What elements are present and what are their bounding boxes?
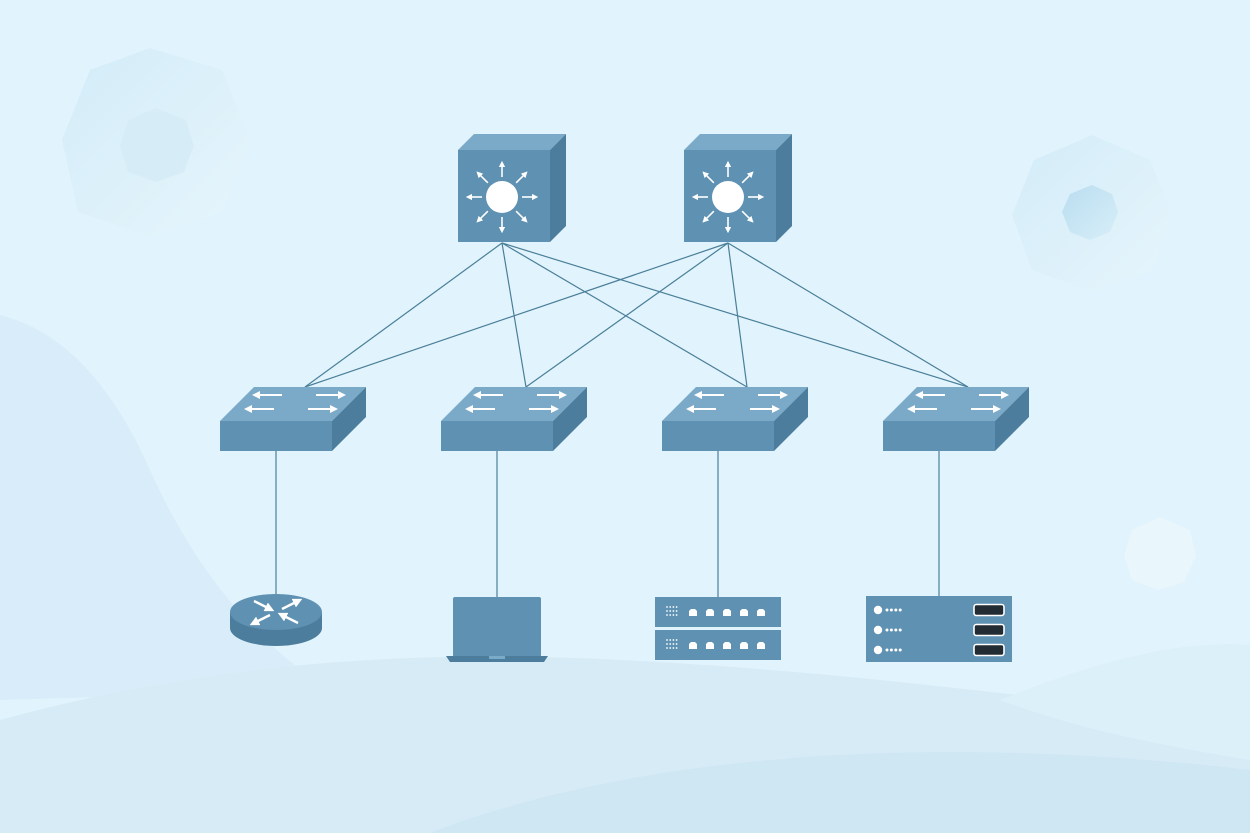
hexagon-decoration-left-inner [120, 108, 194, 182]
core-2-multilayer-switch-icon[interactable] [684, 134, 792, 242]
link-core-2-access-4 [727, 242, 969, 388]
link-core-2-access-1 [304, 242, 729, 388]
link-core-1-access-2 [501, 242, 527, 388]
access-3-workgroup-switch-icon[interactable] [662, 387, 808, 451]
router-router-icon[interactable] [230, 594, 322, 646]
link-core-1-access-4 [501, 242, 969, 388]
patch-panel-patch-panel-icon[interactable] [655, 597, 781, 660]
access-2-workgroup-switch-icon[interactable] [441, 387, 587, 451]
server-server-icon[interactable] [866, 596, 1012, 662]
laptop-laptop-icon[interactable] [446, 597, 548, 662]
hexagon-decoration-small [1124, 517, 1196, 590]
access-1-workgroup-switch-icon[interactable] [220, 387, 366, 451]
node-layer [220, 134, 1029, 662]
background-wave-right [1000, 644, 1250, 760]
background-decoration [0, 48, 1250, 833]
link-core-1-access-3 [501, 242, 748, 388]
hexagon-decoration-right-inner [1062, 185, 1118, 240]
core-1-multilayer-switch-icon[interactable] [458, 134, 566, 242]
link-core-2-access-3 [727, 242, 748, 388]
link-layer [275, 242, 969, 597]
link-core-2-access-2 [525, 242, 729, 388]
background-wave-bottom-front [430, 752, 1250, 833]
link-core-1-access-1 [304, 242, 503, 388]
access-4-workgroup-switch-icon[interactable] [883, 387, 1029, 451]
background-wave-left [0, 315, 330, 700]
